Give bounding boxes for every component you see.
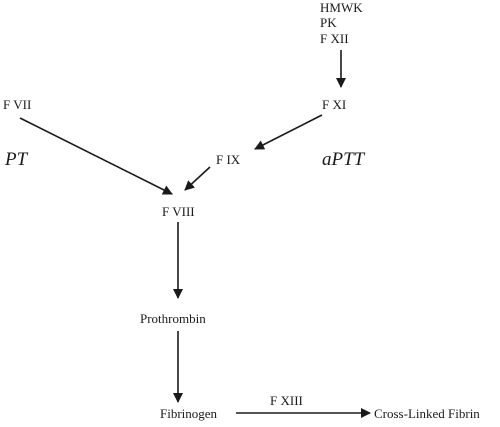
label-fix: F IX [216, 152, 241, 167]
label-fvii: F VII [3, 97, 32, 112]
label-aptt: aPTT [322, 149, 365, 170]
label-crosslinked-fibrin: Cross-Linked Fibrin [374, 406, 480, 421]
label-pt: PT [5, 149, 28, 170]
label-fxiii: F XIII [270, 393, 303, 408]
label-fxii: F XII [320, 31, 349, 46]
label-prothrombin: Prothrombin [140, 311, 206, 326]
label-fviii: F VIII [162, 204, 195, 219]
arrow-fvii-to-fviii [19, 117, 173, 195]
arrow-fix-to-fviii [184, 166, 211, 191]
label-pk: PK [320, 15, 337, 30]
label-hmwk: HMWK [320, 0, 363, 15]
arrow-fxi-to-fix [254, 114, 323, 150]
label-fibrinogen: Fibrinogen [160, 406, 218, 421]
label-fxi: F XI [322, 97, 347, 112]
